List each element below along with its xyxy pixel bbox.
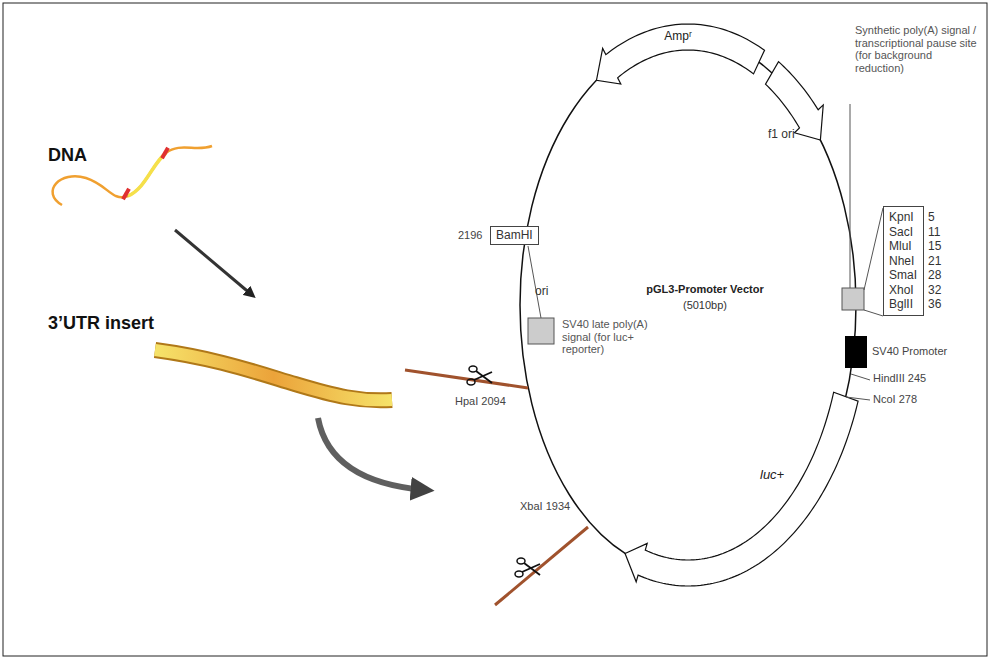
map-label: Synthetic poly(A) signal / transcription… [855, 24, 983, 75]
leader-line [851, 374, 870, 380]
site-name: XhoI [889, 283, 918, 298]
site-name: NheI [889, 254, 918, 269]
site-name: BglII [889, 297, 918, 312]
map-label: HpaI 2094 [455, 395, 506, 408]
insert-outline [155, 350, 392, 400]
site-position: 15 [928, 239, 941, 254]
sv40-late-polya [528, 318, 554, 344]
map-label: SV40 late poly(A) signal (for luc+ repor… [562, 318, 674, 356]
scissors [467, 366, 492, 385]
map-label: XbaI 1934 [520, 500, 570, 513]
map-label: ori [535, 285, 548, 299]
site-position: 21 [928, 254, 941, 269]
leader-line [850, 104, 851, 288]
map-label: 3’UTR insert [48, 313, 154, 334]
leader-line [864, 310, 883, 316]
gene-arc [597, 24, 765, 84]
site-name: SmaI [889, 268, 918, 283]
leader-line [846, 397, 870, 400]
utr-insert [155, 350, 392, 400]
map-label: DNA [48, 145, 87, 166]
site-position: 5 [928, 210, 935, 225]
map-label: f1 ori [768, 128, 795, 142]
cut-mark [160, 147, 169, 159]
map-label: NcoI 278 [873, 393, 917, 406]
site-position: 32 [928, 283, 941, 298]
site-name: SacI [889, 225, 918, 240]
map-label: 2196 [458, 229, 482, 242]
site-position: 11 [928, 225, 940, 240]
map-label: Ampʳ [664, 30, 692, 44]
cut-end [405, 370, 528, 388]
site-label-box: BamHI [490, 226, 539, 245]
map-label: luc+ [760, 468, 784, 483]
step-arrow [175, 230, 252, 295]
map-label: pGL3-Promoter Vector [646, 283, 763, 296]
site-name: KpnI [889, 210, 918, 225]
site-box: KpnISacIMluINheISmaIXhoIBglII [883, 206, 924, 316]
utr-region [128, 153, 166, 196]
polya-site [842, 288, 864, 310]
ligation-arrow [318, 418, 425, 490]
cut-mark [121, 188, 130, 200]
site-name: MluI [889, 239, 918, 254]
site-position: 28 [928, 268, 941, 283]
map-label: (5010bp) [683, 299, 727, 312]
leader-line [864, 208, 883, 290]
cut-end [495, 527, 588, 605]
leader-line [528, 246, 541, 318]
map-label: HindIII 245 [873, 372, 926, 385]
site-position: 36 [928, 297, 941, 312]
sv40-promoter [845, 336, 867, 368]
frame [3, 3, 987, 656]
gene-arc [625, 392, 858, 586]
map-label: SV40 Promoter [872, 345, 947, 358]
site-name: BamHI [496, 228, 533, 243]
scissors [515, 558, 540, 577]
